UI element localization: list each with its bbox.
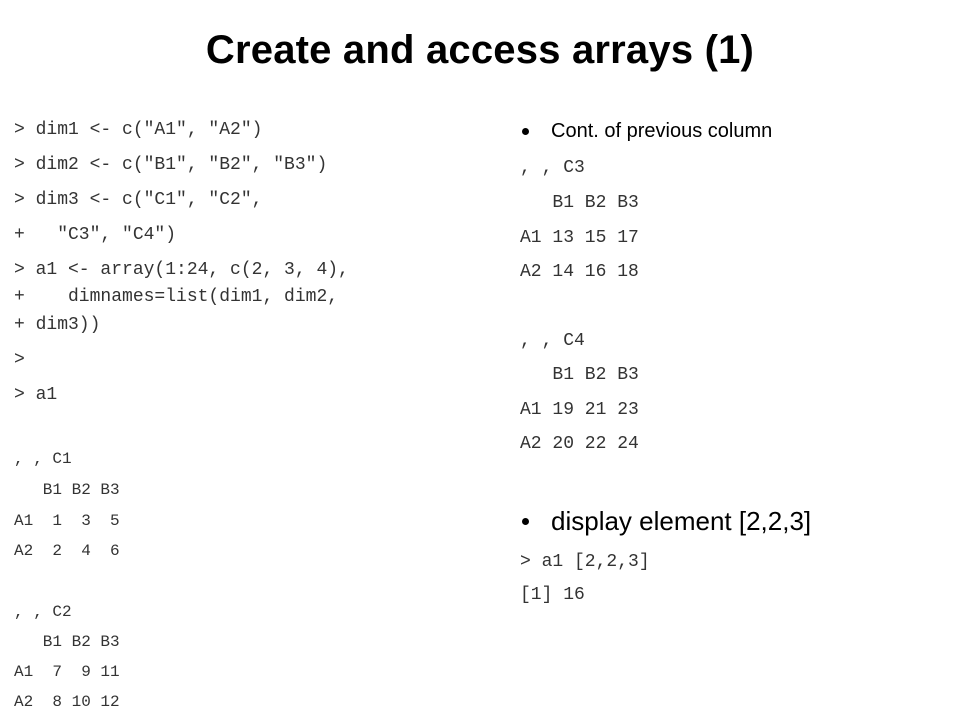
slice-c1-row-a2: A2 2 4 6 (14, 542, 120, 560)
slice-c2-row-a1: A1 7 9 11 (14, 663, 120, 681)
slice-c3-columns: B1 B2 B3 (520, 193, 639, 213)
bullet-continuation: Cont. of previous column (522, 120, 772, 143)
slice-c3-row-a2: A2 14 16 18 (520, 262, 639, 282)
bullet-display-element-text: display element [2,2,3] (551, 506, 812, 536)
code-line-dim2: > dim2 <- c("B1", "B2", "B3") (14, 155, 328, 175)
slice-c2-row-a2: A2 8 10 12 (14, 693, 120, 711)
slice-c4-row-a1: A1 19 21 23 (520, 400, 639, 420)
bullet-dot-icon (522, 128, 529, 135)
code-line-result: [1] 16 (520, 585, 585, 605)
code-line-prompt: > (14, 350, 25, 370)
code-line-array: > a1 <- array(1:24, c(2, 3, 4), (14, 260, 349, 280)
bullet-display-element: display element [2,2,3] (522, 506, 811, 537)
code-line-array-cont1: + dimnames=list(dim1, dim2, (14, 287, 339, 307)
slide-title: Create and access arrays (1) (205, 28, 755, 72)
slice-c1-header: , , C1 (14, 450, 72, 468)
bullet-continuation-text: Cont. of previous column (551, 120, 773, 142)
code-line-index: > a1 [2,2,3] (520, 552, 650, 572)
slice-c1-row-a1: A1 1 3 5 (14, 512, 120, 530)
code-line-dim1: > dim1 <- c("A1", "A2") (14, 120, 263, 140)
slice-c4-columns: B1 B2 B3 (520, 365, 639, 385)
slice-c4-header: , , C4 (520, 331, 585, 351)
slice-c2-columns: B1 B2 B3 (14, 633, 120, 651)
code-line-dim3-cont: + "C3", "C4") (14, 225, 177, 245)
code-line-array-cont2: + dim3)) (14, 315, 101, 335)
slice-c2-header: , , C2 (14, 603, 72, 621)
slice-c3-header: , , C3 (520, 158, 585, 178)
slice-c4-row-a2: A2 20 22 24 (520, 434, 639, 454)
bullet-dot-icon (522, 518, 529, 525)
code-line-dim3: > dim3 <- c("C1", "C2", (14, 190, 263, 210)
slice-c1-columns: B1 B2 B3 (14, 481, 120, 499)
slice-c3-row-a1: A1 13 15 17 (520, 228, 639, 248)
code-line-print-a1: > a1 (14, 385, 58, 405)
